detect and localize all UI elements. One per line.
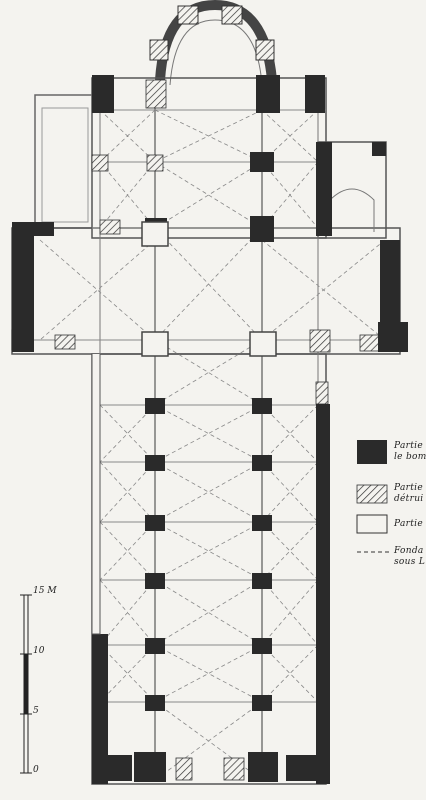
chevet-outline: [91, 77, 327, 239]
destroyed-piers: [11, 79, 381, 781]
apse-pier: [221, 5, 243, 25]
choir-piers: [92, 75, 325, 242]
apse-inner: [169, 19, 263, 86]
scale-ticks: [20, 594, 32, 774]
scale-label-0: 0: [33, 765, 39, 775]
apse-wall: [155, 0, 277, 81]
surviving-walls: [12, 142, 408, 784]
scale-bar-fill: [24, 654, 28, 714]
legend-swatch-black: [357, 440, 387, 464]
apse-pier: [177, 5, 199, 25]
legend-text-hatched: Partie détrui: [394, 483, 424, 504]
legend-swatch-hatched: [356, 484, 388, 504]
legend-swatch-white: [356, 514, 388, 534]
north-annex-inner: [41, 107, 89, 223]
legend-text-dashed: Fonda sous L: [394, 546, 426, 567]
vault-ribs: [39, 109, 386, 781]
crossing-piers: [141, 221, 277, 357]
legend-text-black: Partie le bom: [394, 441, 426, 462]
nave-outline: [91, 353, 327, 785]
reconstructed-wall: [91, 354, 101, 635]
apse-pier: [149, 39, 169, 61]
scale-label-15m: 15 M: [33, 586, 57, 596]
nave-piers: [145, 398, 272, 711]
scale-label-10: 10: [33, 646, 45, 656]
north-annex: [34, 94, 92, 229]
south-chapel-arch: [329, 188, 375, 232]
legend-text-white: Partie: [394, 519, 423, 529]
apse-pier: [255, 39, 275, 61]
scale-label-5: 5: [33, 706, 39, 716]
bay-lines: [12, 109, 400, 703]
